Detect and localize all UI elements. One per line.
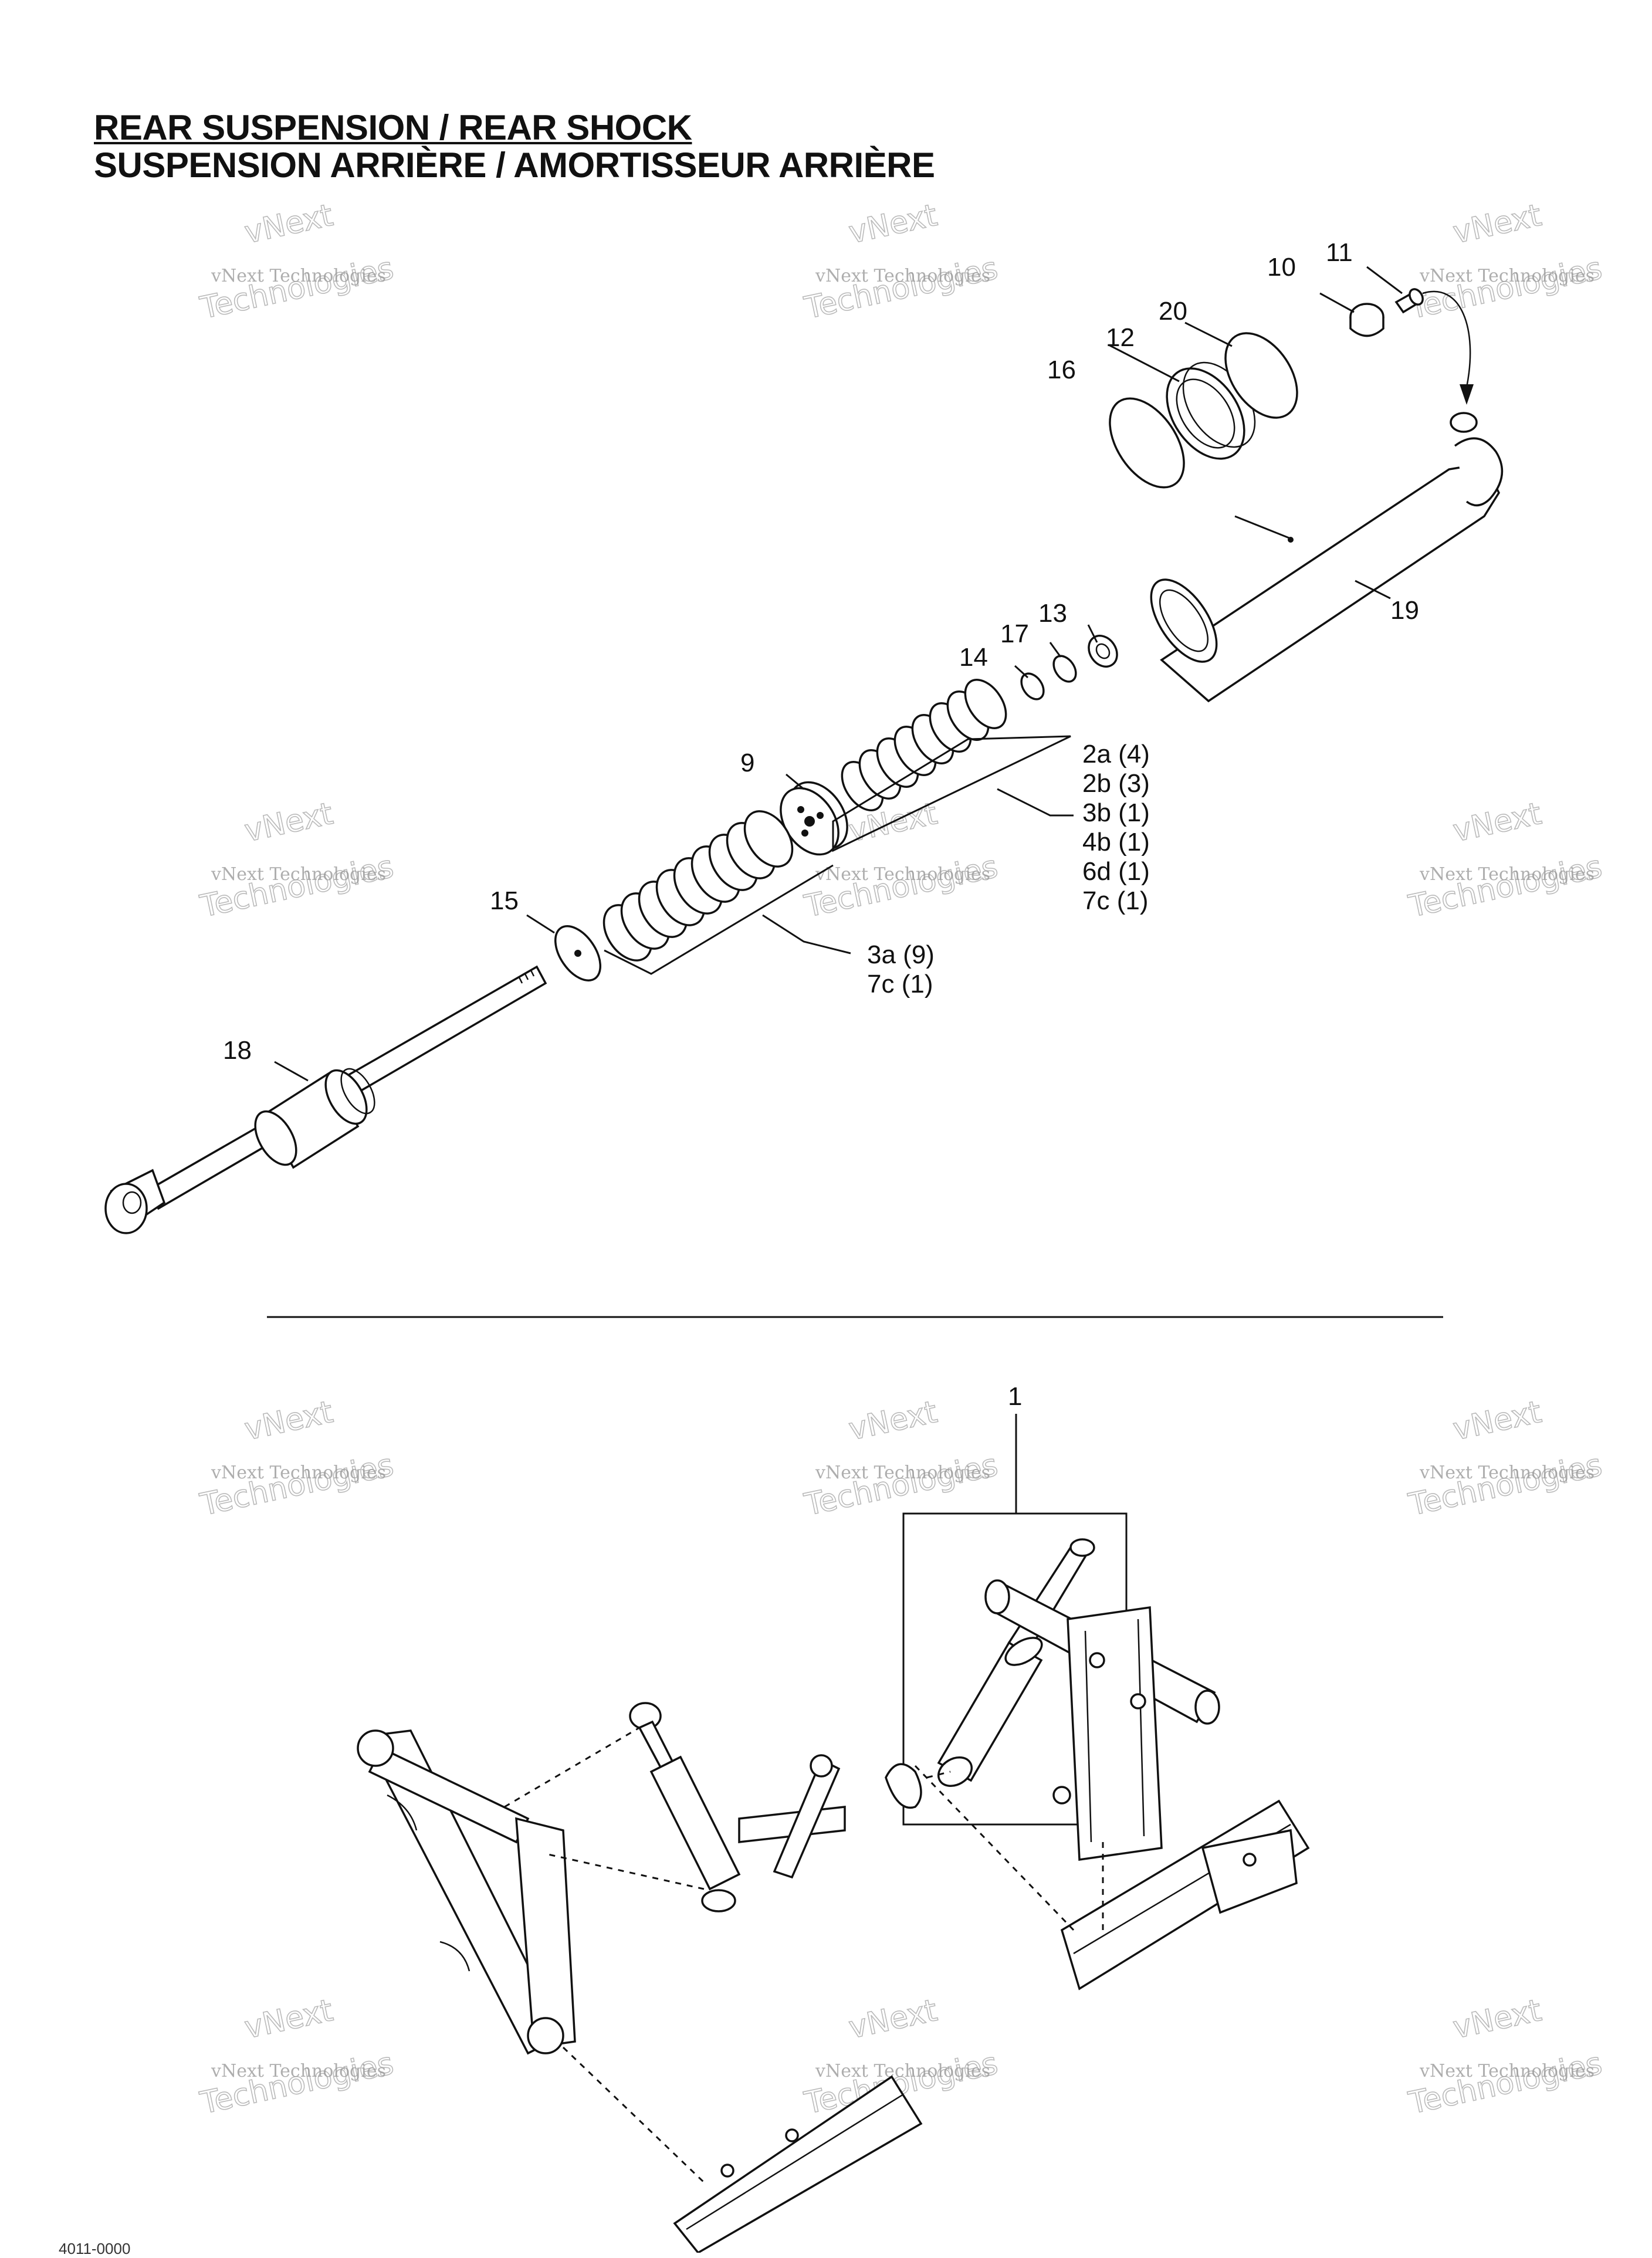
watermark-text: vNext Technologies: [211, 1463, 386, 1483]
nut-13: [1088, 634, 1118, 668]
watermark-technologies: Technologies: [1406, 2046, 1605, 2121]
watermark-technologies: Technologies: [197, 251, 397, 326]
callout-10: 10: [1267, 253, 1296, 282]
suspension-assembly-view: 1: [357, 1382, 1310, 2253]
shim-item: 2b (3): [1082, 769, 1150, 798]
o-ring-16: [1109, 397, 1185, 489]
front-arm: [357, 1729, 576, 2055]
callout-16: 16: [1047, 356, 1076, 384]
link-arm: [738, 1754, 922, 1879]
callout-9: 9: [740, 749, 754, 777]
callout-11: 11: [1326, 238, 1353, 267]
assembly-arrow: [1422, 290, 1471, 388]
title-english: REAR SUSPENSION / REAR SHOCK: [94, 108, 692, 147]
watermark-text: vNext Technologies: [1419, 266, 1595, 286]
rear-shock-installed: [937, 1538, 1095, 1787]
watermark-technologies: Technologies: [1406, 849, 1605, 925]
washer-14: [1020, 672, 1045, 700]
watermark-text: vNext Technologies: [815, 1463, 990, 1483]
callout-13: 13: [1038, 599, 1067, 628]
callout-18: 18: [223, 1036, 252, 1065]
watermark-technologies: Technologies: [197, 849, 397, 925]
callout-14: 14: [959, 643, 988, 672]
shim-item: 7c (1): [1082, 886, 1148, 915]
left-rail: [673, 2075, 923, 2253]
center-shock: [629, 1702, 741, 1912]
watermark-vnext: vNext: [1450, 796, 1545, 849]
callout-19: 19: [1390, 596, 1419, 625]
shim-item: 3b (1): [1082, 798, 1150, 827]
watermark-text: vNext Technologies: [1419, 2061, 1595, 2081]
watermark-technologies: Technologies: [1406, 251, 1605, 326]
assembly-lines: [504, 1726, 1104, 2183]
watermark-text: vNext Technologies: [815, 266, 990, 286]
valve-11: [1394, 288, 1424, 314]
watermark-technologies: Technologies: [801, 849, 1001, 925]
shim-item: 2a (4): [1082, 740, 1150, 769]
watermark-technologies: Technologies: [1406, 1448, 1605, 1523]
shaft-18: [104, 965, 547, 1234]
watermark-technologies: Technologies: [801, 251, 1001, 326]
valve-cap-10: [1349, 303, 1384, 337]
figure-code: 4011-0000: [59, 2240, 131, 2257]
right-rail: [1060, 1799, 1310, 1990]
watermark-vnext: vNext: [1450, 198, 1545, 250]
title-french: SUSPENSION ARRIÈRE / AMORTISSEUR ARRIÈRE: [94, 145, 935, 185]
watermark-text: vNext Technologies: [815, 864, 990, 885]
callout-12: 12: [1106, 323, 1135, 352]
callout-17: 17: [1000, 619, 1029, 648]
shock-exploded-view: 19 10 11 20 12 16 13 17 14 9 15 18 2a (4…: [104, 238, 1504, 1234]
shim-list-upper: 2a (4) 2b (3) 3b (1) 4b (1) 6d (1) 7c (1…: [1082, 740, 1150, 915]
shim-list-lower: 3a (9) 7c (1): [867, 940, 935, 998]
watermark-vnext: vNext: [242, 1394, 336, 1447]
callout-1: 1: [1008, 1382, 1022, 1411]
shim-item: 6d (1): [1082, 857, 1150, 886]
shim-stack-upper: [841, 679, 1007, 811]
shim-stack-lower: [602, 810, 794, 962]
shock-body-19: [1150, 412, 1504, 703]
callout-15: 15: [490, 886, 519, 915]
watermark-technologies: Technologies: [801, 1448, 1001, 1523]
watermark-text: vNext Technologies: [211, 864, 386, 885]
callout-20: 20: [1159, 297, 1187, 326]
watermark-vnext: vNext: [846, 198, 940, 250]
watermark-text: vNext Technologies: [211, 2061, 386, 2081]
washer-15: [554, 925, 602, 982]
o-ring-20: [1224, 332, 1298, 419]
shim-item: 7c (1): [867, 970, 933, 998]
watermark-text: vNext Technologies: [211, 266, 386, 286]
cap-ring-12: [1166, 361, 1256, 460]
watermark-vnext: vNext: [1450, 1993, 1545, 2046]
watermark-vnext: vNext: [242, 796, 336, 849]
watermark-text: vNext Technologies: [815, 2061, 990, 2081]
watermark-vnext: vNext: [242, 1993, 336, 2046]
washer-17: [1052, 655, 1077, 683]
callout-leaders: [274, 266, 1403, 1082]
watermark-text: vNext Technologies: [1419, 1463, 1595, 1483]
shim-item: 3a (9): [867, 940, 935, 969]
shim-item: 4b (1): [1082, 828, 1150, 857]
watermark-technologies: Technologies: [197, 1448, 397, 1523]
rear-arm-bracket: [1052, 1606, 1163, 1861]
watermark-technologies: Technologies: [197, 2046, 397, 2121]
watermark-group: vNext Technologies vNext Technologies vN…: [197, 197, 1606, 2121]
watermark-vnext: vNext: [1450, 1394, 1545, 1447]
watermark-vnext: vNext: [846, 1394, 940, 1447]
watermark-vnext: vNext: [242, 198, 336, 250]
watermark-vnext: vNext: [846, 1993, 940, 2046]
watermark-text: vNext Technologies: [1419, 864, 1595, 885]
